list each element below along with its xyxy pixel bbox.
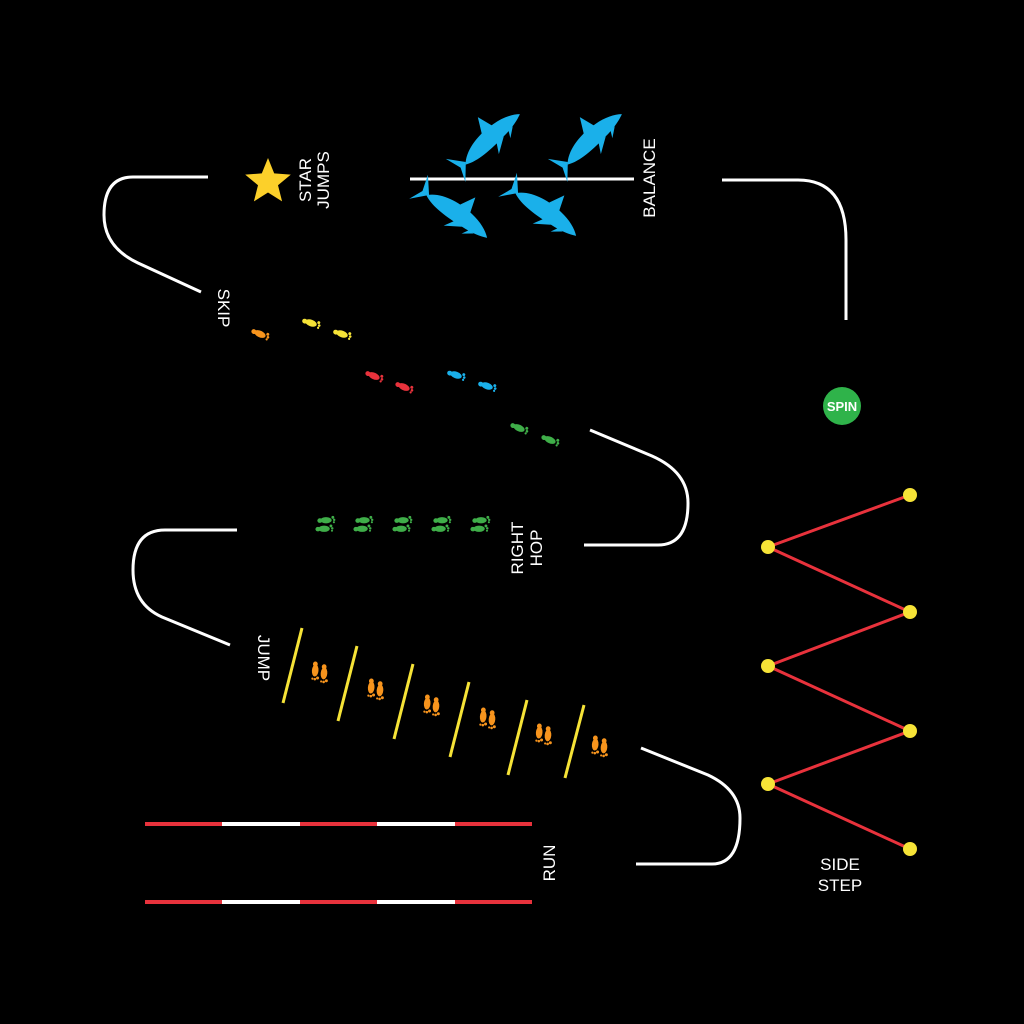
zigzag-dot [903, 724, 917, 738]
side-step-station: SIDE STEP [761, 488, 917, 895]
zigzag-line [764, 493, 914, 851]
footprint-icon [477, 378, 498, 393]
star-jumps-label-line1: STAR [296, 158, 315, 202]
footprint-icon [509, 420, 530, 436]
shark-icon [540, 95, 633, 183]
footprint-icon [431, 516, 451, 532]
jump-bar [336, 645, 359, 722]
spin-circle-icon [823, 387, 861, 425]
balance-label: BALANCE [640, 138, 659, 217]
jump-label: JUMP [254, 635, 273, 681]
star-jumps-station: STAR JUMPS [245, 151, 333, 209]
balance-station: BALANCE [409, 95, 659, 252]
jump-station: JUMP [254, 627, 610, 779]
zigzag-dot [903, 605, 917, 619]
track-outline [102, 175, 848, 866]
footprint-icon [364, 368, 385, 384]
jump-bar [506, 699, 529, 776]
jump-bar [281, 627, 304, 704]
spin-label: SPIN [827, 399, 857, 414]
footprint-icon [367, 678, 386, 700]
footprint-icon [315, 516, 335, 532]
jump-bar [392, 663, 415, 740]
footprint-icon [311, 661, 330, 683]
jump-bar [448, 681, 471, 758]
shark-icon [438, 95, 531, 183]
zigzag-dot [761, 777, 775, 791]
zigzag-dot [761, 540, 775, 554]
footprint-icon [250, 326, 271, 342]
run-label: RUN [540, 845, 559, 882]
side-step-label-line2: STEP [818, 876, 862, 895]
zigzag-dot [761, 659, 775, 673]
spin-station: SPIN [823, 387, 861, 425]
skip-station: SKIP [214, 289, 561, 448]
footprint-icon [479, 707, 498, 729]
footprint-icon [540, 432, 561, 448]
zigzag-dot [903, 842, 917, 856]
right-hop-label-line1: RIGHT [508, 522, 527, 575]
footprint-icon [423, 694, 442, 716]
run-station: RUN [145, 822, 559, 904]
side-step-label-line1: SIDE [820, 855, 860, 874]
footprint-icon [353, 516, 373, 532]
zigzag-dot [903, 488, 917, 502]
star-jumps-label-line2: JUMPS [314, 151, 333, 209]
footprint-icon [301, 315, 322, 330]
shark-icon [498, 163, 592, 250]
right-hop-station: RIGHT HOP [315, 516, 546, 575]
footprint-icon [446, 367, 467, 382]
footprint-icon [394, 379, 415, 395]
footprint-icon [470, 516, 490, 532]
star-icon [245, 158, 291, 202]
footprint-icon [535, 723, 554, 745]
skip-label: SKIP [214, 289, 233, 328]
footprint-icon [591, 735, 610, 757]
footprint-icon [392, 516, 412, 532]
jump-bar [563, 704, 586, 779]
right-hop-label-line2: HOP [527, 530, 546, 567]
footprint-icon [332, 326, 353, 341]
